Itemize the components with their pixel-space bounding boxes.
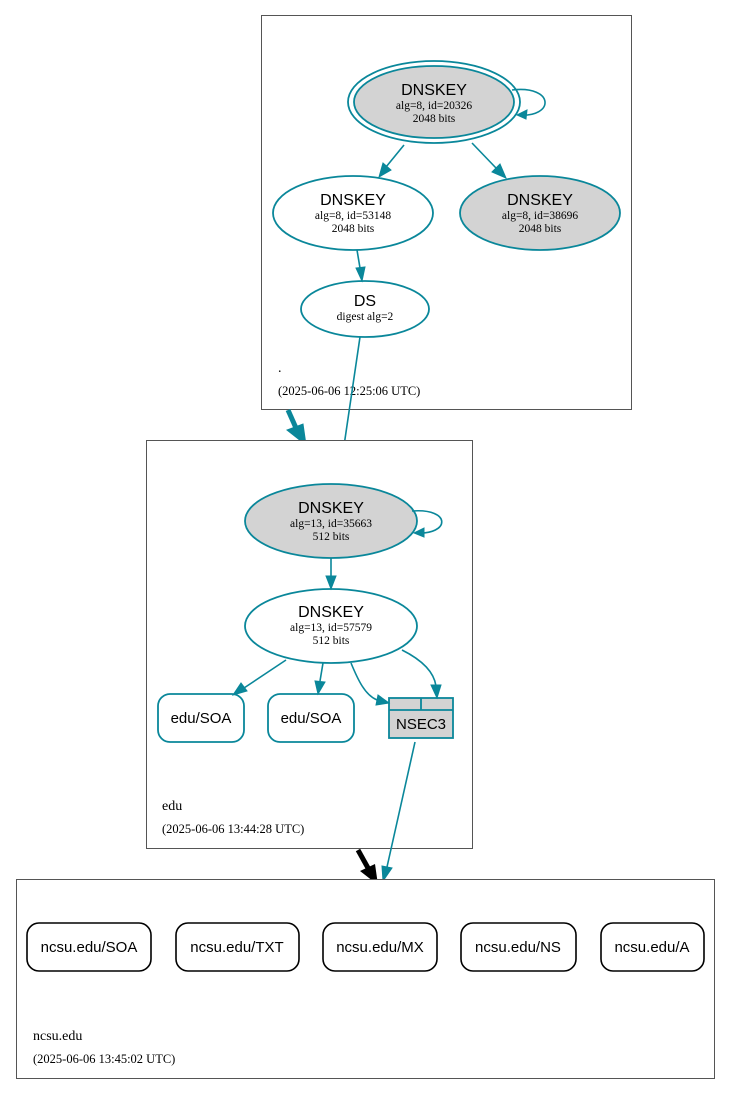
- ncsu-mx-label: ncsu.edu/MX: [336, 939, 424, 956]
- edu-soa-2-box: [267, 693, 355, 743]
- root-ds-type: DS: [354, 293, 376, 310]
- root-key38696-ellipse: [459, 175, 621, 251]
- edu-soa-record-1[interactable]: edu/SOA: [157, 693, 245, 743]
- root-ksk-to-zsk-edge: [385, 144, 405, 168]
- ncsu-zone-timestamp: (2025-06-06 13:45:02 UTC): [33, 1052, 175, 1066]
- ncsu-soa-box: [26, 922, 152, 972]
- root-key38696-detail: alg=8, id=38696: [502, 210, 578, 222]
- ncsu-mx-record[interactable]: ncsu.edu/MX: [322, 922, 438, 972]
- root-ksk-outer-ring: [347, 60, 521, 144]
- edu-dnskey-ksk-node[interactable]: DNSKEY alg=13, id=35663 512 bits: [244, 483, 418, 559]
- root-zsk-detail: alg=8, id=53148: [315, 210, 391, 222]
- root-zsk-ellipse: [272, 175, 434, 251]
- root-zsk-type: DNSKEY: [320, 192, 386, 209]
- edu-zone-timestamp: (2025-06-06 13:44:28 UTC): [162, 822, 304, 836]
- root-ksk-ellipse: [353, 65, 515, 139]
- root-zone-name: .: [278, 361, 282, 376]
- edu-dnskey-zsk-node[interactable]: DNSKEY alg=13, id=57579 512 bits: [244, 588, 418, 664]
- ncsu-txt-label: ncsu.edu/TXT: [190, 939, 283, 956]
- edu-ksk-bits: 512 bits: [313, 531, 350, 543]
- root-dnskey-zsk-node[interactable]: DNSKEY alg=8, id=53148 2048 bits: [272, 175, 434, 251]
- edu-ksk-detail: alg=13, id=35663: [290, 518, 372, 530]
- edu-zsk-to-nsec3-edge-b: [401, 649, 437, 687]
- root-ksk-to-zsk-arrowhead: [378, 162, 392, 179]
- zone-root: DNSKEY alg=8, id=20326 2048 bits DNSKEY …: [261, 15, 632, 410]
- edu-ksk-type: DNSKEY: [298, 500, 364, 517]
- edu-zsk-to-soa2-edge: [319, 662, 324, 682]
- ncsu-soa-label: ncsu.edu/SOA: [41, 939, 138, 956]
- edu-zsk-to-soa1-arrowhead: [231, 682, 248, 696]
- ncsu-soa-record[interactable]: ncsu.edu/SOA: [26, 922, 152, 972]
- root-ksk-to-key38696-arrowhead: [491, 163, 507, 179]
- ncsu-a-label: ncsu.edu/A: [614, 939, 689, 956]
- root-key38696-bits: 2048 bits: [519, 223, 562, 235]
- ncsu-txt-record[interactable]: ncsu.edu/TXT: [175, 922, 300, 972]
- edu-ksk-self-signature-edge: [411, 510, 443, 534]
- edu-to-ncsu-delegation-edge: [355, 848, 371, 870]
- zone-edu: DNSKEY alg=13, id=35663 512 bits DNSKEY …: [146, 440, 473, 849]
- ncsu-ns-label: ncsu.edu/NS: [475, 939, 561, 956]
- root-ksk-self-arrowhead: [515, 109, 528, 120]
- edu-zsk-to-nsec3-edge-a: [350, 662, 378, 701]
- edu-ksk-to-zsk-arrowhead: [325, 575, 337, 591]
- nsec3-to-ncsu-edge: [386, 741, 416, 868]
- edu-zone-name: edu: [162, 799, 182, 814]
- ncsu-zone-name: ncsu.edu: [33, 1029, 82, 1044]
- zone-ncsu-box: [16, 879, 715, 1079]
- root-ksk-detail: alg=8, id=20326: [396, 100, 472, 112]
- root-to-edu-delegation-arrowhead: [285, 423, 307, 447]
- root-zone-timestamp: (2025-06-06 12:25:06 UTC): [278, 384, 420, 398]
- root-ds-detail: digest alg=2: [337, 311, 394, 323]
- root-key38696-type: DNSKEY: [507, 192, 573, 209]
- edu-soa-record-2[interactable]: edu/SOA: [267, 693, 355, 743]
- nsec3-to-ncsu-arrowhead: [381, 865, 393, 883]
- root-ksk-to-key38696-edge: [471, 142, 497, 169]
- edu-ksk-self-arrowhead: [412, 527, 425, 538]
- edu-zsk-to-nsec3-arrowhead-a: [375, 694, 391, 706]
- edu-soa-2-label: edu/SOA: [281, 710, 342, 727]
- edu-nsec3-record[interactable]: NSEC3: [388, 697, 454, 739]
- root-ksk-type: DNSKEY: [401, 82, 467, 99]
- root-to-edu-delegation-edge: [285, 408, 299, 430]
- root-ksk-self-signature-edge: [511, 88, 546, 116]
- root-dnskey-38696-node[interactable]: DNSKEY alg=8, id=38696 2048 bits: [459, 175, 621, 251]
- ncsu-ns-box: [460, 922, 577, 972]
- edu-soa-1-label: edu/SOA: [171, 710, 232, 727]
- edu-zsk-bits: 512 bits: [313, 635, 350, 647]
- root-zsk-to-ds-arrowhead: [355, 266, 366, 283]
- edu-zsk-detail: alg=13, id=57579: [290, 622, 372, 634]
- ncsu-mx-box: [322, 922, 438, 972]
- ncsu-txt-box: [175, 922, 300, 972]
- edu-zsk-to-soa2-arrowhead: [314, 680, 326, 696]
- root-zsk-bits: 2048 bits: [332, 223, 375, 235]
- root-ds-node[interactable]: DS digest alg=2: [300, 280, 430, 338]
- edu-zsk-type: DNSKEY: [298, 604, 364, 621]
- edu-zsk-to-nsec3-arrowhead-b: [430, 684, 442, 700]
- edu-soa-1-box: [157, 693, 245, 743]
- zone-ncsu-edu: ncsu.edu/SOA ncsu.edu/TXT ncsu.edu/MX nc…: [16, 879, 715, 1079]
- edu-nsec3-label: NSEC3: [396, 716, 446, 733]
- root-ds-ellipse: [300, 280, 430, 338]
- root-ksk-bits: 2048 bits: [413, 113, 456, 125]
- edu-zsk-to-soa1-edge: [243, 659, 287, 689]
- ncsu-a-box: [600, 922, 705, 972]
- root-zsk-to-ds-edge: [356, 249, 361, 269]
- root-dnskey-ksk-node[interactable]: DNSKEY alg=8, id=20326 2048 bits: [347, 60, 521, 144]
- ncsu-ns-record[interactable]: ncsu.edu/NS: [460, 922, 577, 972]
- ncsu-a-record[interactable]: ncsu.edu/A: [600, 922, 705, 972]
